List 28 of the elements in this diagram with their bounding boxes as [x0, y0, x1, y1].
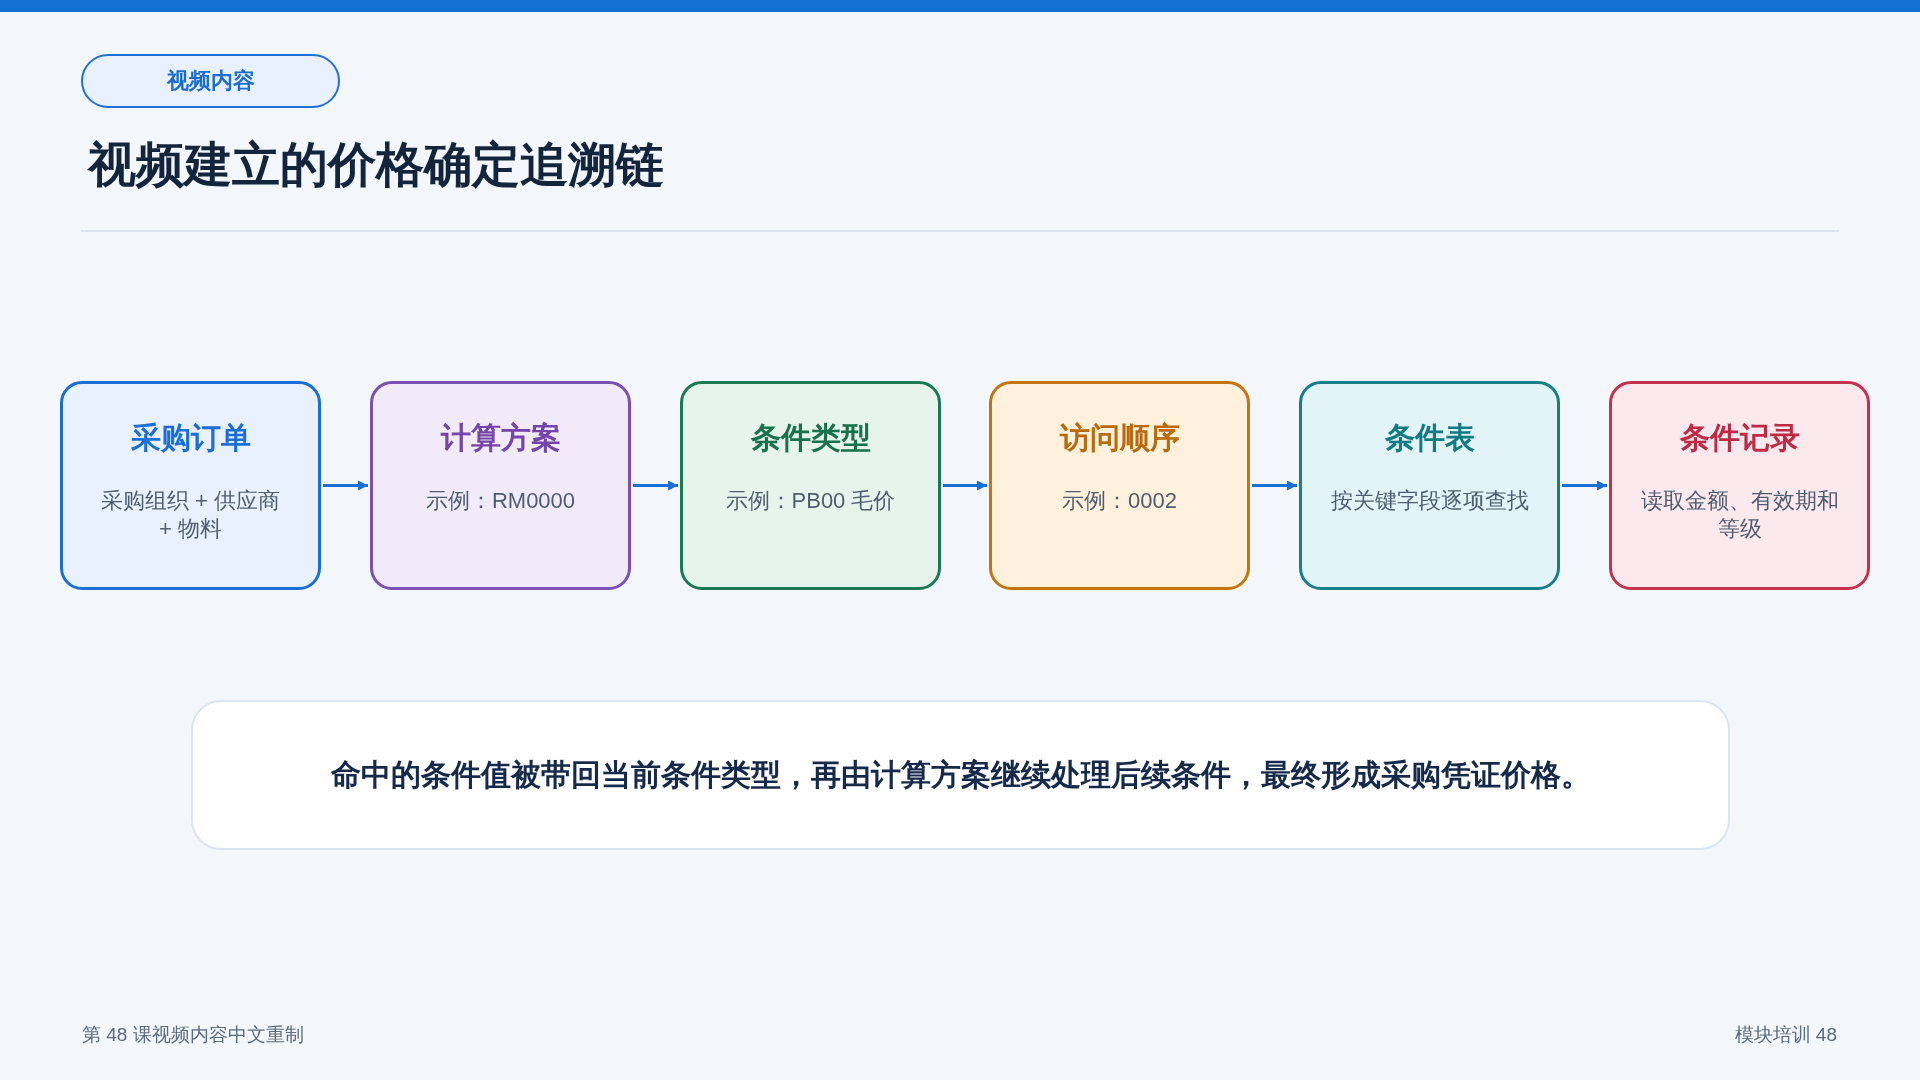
- tag-pill: 视频内容: [81, 54, 340, 108]
- process-box: [370, 381, 631, 590]
- box-title: 条件记录: [1679, 420, 1800, 456]
- box-description: 示例：PB00 毛价: [725, 487, 896, 515]
- box-title: 条件类型: [750, 420, 871, 456]
- box-title: 采购订单: [130, 420, 251, 456]
- box-title: 计算方案: [440, 420, 561, 456]
- arrow: [323, 480, 368, 491]
- process-box: [1299, 381, 1560, 590]
- note-box: 命中的条件值被带回当前条件类型，再由计算方案继续处理后续条件，最终形成采购凭证价格。: [191, 700, 1730, 850]
- process-box: [989, 381, 1250, 590]
- box-title: 条件表: [1384, 420, 1475, 456]
- arrow: [943, 480, 987, 491]
- process-box: [1609, 381, 1870, 590]
- arrow: [1562, 480, 1607, 491]
- process-box: [680, 381, 941, 590]
- box-description: 示例：RM0000: [425, 487, 576, 515]
- footer-text: 第 48 课视频内容中文重制: [82, 1023, 304, 1047]
- process-box: [60, 381, 321, 590]
- arrow: [633, 480, 678, 491]
- arrow: [1252, 480, 1297, 491]
- box-description: 按关键字段逐项查找: [1330, 487, 1529, 515]
- box-description: 读取金额、有效期和等级: [1639, 487, 1840, 543]
- box-description: 采购组织 + 供应商 + 物料: [99, 487, 282, 543]
- box-title: 访问顺序: [1059, 420, 1180, 456]
- page-title: 视频建立的价格确定追溯链: [88, 137, 664, 193]
- footer-text: 模块培训 48: [1734, 1023, 1837, 1047]
- box-description: 示例：0002: [1062, 487, 1177, 515]
